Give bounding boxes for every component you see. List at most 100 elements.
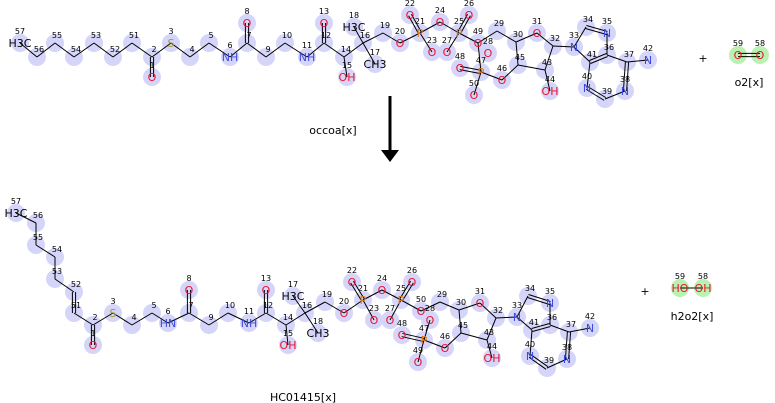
single-bond <box>131 312 153 326</box>
single-bond <box>362 42 376 65</box>
atom-number: 23 <box>427 36 437 45</box>
atom-number: 40 <box>582 72 592 81</box>
single-bond <box>54 42 75 58</box>
atom-symbol: OH <box>484 352 501 365</box>
atom-number: 6 <box>227 41 232 50</box>
atom-number: 9 <box>208 313 213 322</box>
atom-number: 30 <box>456 298 466 307</box>
product-name[interactable]: HC01415[x] <box>270 391 336 403</box>
atom-number: 36 <box>547 313 557 322</box>
single-bond <box>381 289 402 301</box>
double-bond <box>626 62 630 92</box>
single-bond <box>586 61 591 89</box>
atom-number: 53 <box>52 267 62 276</box>
atom-number: 58 <box>755 39 765 48</box>
atom-symbol: NH <box>299 51 316 64</box>
atom-number: 44 <box>487 342 497 351</box>
atom-number: 31 <box>532 17 542 26</box>
atom-number: 35 <box>602 17 612 26</box>
atom-number: 25 <box>396 284 406 293</box>
atom-number: 56 <box>33 211 43 220</box>
atom-symbol: O <box>348 276 357 289</box>
atom-highlight <box>180 281 198 299</box>
single-bond <box>353 26 364 44</box>
h2o2-name[interactable]: h2o2[x] <box>671 310 714 323</box>
atom-number: 15 <box>342 61 352 70</box>
atom-number: 27 <box>385 304 395 313</box>
atom-number: 57 <box>15 27 25 36</box>
atom-number: 10 <box>225 301 235 310</box>
single-bond <box>606 54 628 63</box>
atom-symbol: O <box>465 9 474 22</box>
atom-number: 42 <box>643 44 653 53</box>
atom-number: 7 <box>188 301 193 310</box>
atom-symbol: O <box>734 49 743 62</box>
single-bond <box>73 42 95 58</box>
atom-number: 18 <box>349 11 359 20</box>
atom-number: 23 <box>369 304 379 313</box>
atom-symbol: O <box>474 37 483 50</box>
atom-number: 36 <box>604 43 614 52</box>
single-bond <box>417 339 425 363</box>
atom-number: 8 <box>244 7 249 16</box>
single-bond <box>19 42 38 58</box>
atom-number: 27 <box>442 36 452 45</box>
atom-number: 32 <box>493 306 503 315</box>
atom-number: 28 <box>425 304 435 313</box>
single-bond <box>362 32 384 44</box>
atom-symbol: N <box>570 41 578 54</box>
double-bond <box>586 24 608 32</box>
atom-number: 12 <box>263 301 273 310</box>
atom-number: 22 <box>405 0 415 8</box>
atom-symbol: H3C <box>343 21 366 34</box>
single-bond <box>568 327 591 333</box>
single-bond <box>389 299 402 321</box>
atom-number: 55 <box>52 31 62 40</box>
single-bond <box>227 312 250 324</box>
atom-symbol: H3C <box>282 290 305 303</box>
single-bond <box>458 309 462 334</box>
atom-number: 52 <box>71 280 81 289</box>
single-bond <box>208 312 229 326</box>
atom-number: 41 <box>587 50 597 59</box>
o2-name[interactable]: o2[x] <box>735 76 764 89</box>
single-bond <box>544 45 554 71</box>
single-bond <box>477 30 498 44</box>
single-bond <box>343 299 364 314</box>
atom-number: 34 <box>583 15 593 24</box>
atom-number: 14 <box>341 45 351 54</box>
atom-symbol: O <box>498 74 507 87</box>
atom-number: 32 <box>550 34 560 43</box>
atom-number: 42 <box>585 312 595 321</box>
atom-number: 49 <box>473 27 483 36</box>
double-bond <box>589 53 607 61</box>
single-bond <box>501 64 519 81</box>
atom-symbol: O <box>484 47 493 60</box>
double-bond <box>532 326 551 333</box>
single-bond <box>285 312 306 326</box>
atom-number: 47 <box>419 324 429 333</box>
double-bond <box>528 356 547 370</box>
reaction-arrow <box>381 96 399 162</box>
atom-number: 43 <box>542 58 552 67</box>
atom-symbol: N <box>644 54 652 67</box>
single-bond <box>54 278 75 293</box>
atom-symbol: S <box>168 37 175 50</box>
single-bond <box>93 42 114 58</box>
single-bond <box>515 41 519 66</box>
atom-number: 40 <box>525 340 535 349</box>
atom-number: 53 <box>91 31 101 40</box>
single-bond <box>362 299 375 321</box>
atom-symbol: O <box>398 329 407 342</box>
atom-number: 13 <box>261 274 271 283</box>
atom-symbol: P <box>398 294 405 307</box>
atom-symbol: HO <box>672 282 689 295</box>
atom-number: 10 <box>282 31 292 40</box>
atom-highlight <box>729 46 747 64</box>
atom-symbol: N <box>513 311 521 324</box>
single-bond <box>35 244 56 258</box>
